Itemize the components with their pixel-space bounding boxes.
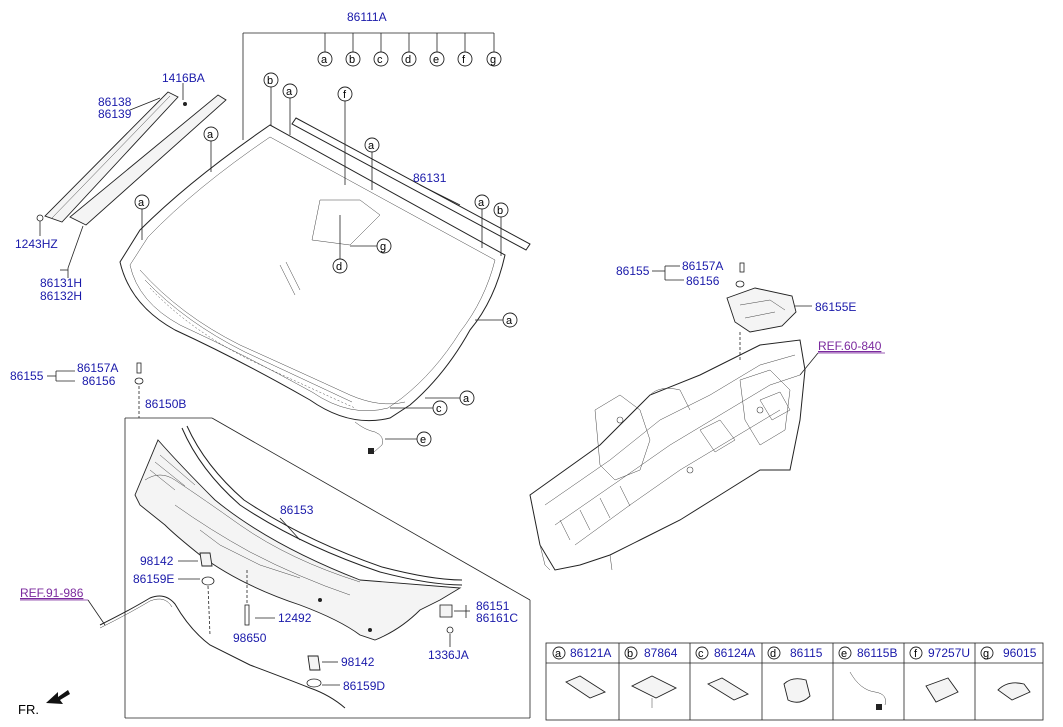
legend-part-86121A[interactable]: 86121A [570, 646, 611, 660]
label-86153[interactable]: 86153 [280, 503, 314, 517]
callout-d-1: d [336, 261, 342, 273]
windshield-callouts: b a f a a a a b g d a a c e [134, 72, 518, 454]
label-86157A-left[interactable]: 86157A [77, 361, 118, 375]
wire-86115B-icon [849, 671, 886, 706]
clip-icon [439, 604, 453, 618]
callout-f: f [462, 54, 466, 66]
label-86151[interactable]: 86151 [476, 599, 510, 613]
cowl-box-frame [124, 417, 531, 719]
front-body-structure[interactable] [529, 339, 806, 571]
legend-letter-d: d [770, 648, 776, 660]
callout-b-2: b [497, 205, 503, 217]
header-callouts: a b c d e f g [317, 51, 502, 67]
nut-icon-right [735, 280, 745, 288]
callout-a-2: a [368, 140, 375, 152]
label-86159E[interactable]: 86159E [133, 572, 174, 586]
label-86111A[interactable]: 86111A [347, 10, 387, 24]
label-86131H[interactable]: 86131H [40, 276, 82, 290]
legend-part-96015[interactable]: 96015 [1003, 646, 1037, 660]
legend-part-86124A[interactable]: 86124A [714, 646, 755, 660]
label-86157A-right[interactable]: 86157A [682, 259, 723, 273]
legend-letter-c: c [698, 648, 704, 660]
label-1416BA[interactable]: 1416BA [162, 71, 205, 85]
legend-part-97257U[interactable]: 97257U [928, 646, 970, 660]
cowl-bracket-86155E[interactable] [726, 287, 797, 333]
top-moulding-86131[interactable] [291, 117, 531, 251]
callout-g: g [490, 54, 496, 66]
label-86159D[interactable]: 86159D [343, 679, 385, 693]
legend-part-87864[interactable]: 87864 [644, 646, 678, 660]
pad-86121A-icon [565, 675, 606, 699]
pad-86124A-icon [707, 677, 749, 701]
callout-a-4: a [138, 197, 145, 209]
side-moulding-86138-86139[interactable] [44, 91, 179, 223]
label-86138[interactable]: 86138 [98, 95, 132, 109]
cap-96015-icon [997, 682, 1031, 701]
label-98142-a[interactable]: 98142 [140, 554, 174, 568]
label-1243HZ[interactable]: 1243HZ [15, 237, 58, 251]
legend-letter-a: a [555, 648, 562, 660]
label-86155-left[interactable]: 86155 [10, 369, 44, 383]
parts-legend-table: a 86121A b 87864 c 86124A d 86115 e 8611… [545, 642, 1044, 721]
cowl-seal-86153[interactable] [181, 425, 463, 586]
callout-a-1: a [286, 86, 293, 98]
legend-letter-e: e [841, 648, 847, 660]
legend-letter-g: g [983, 648, 989, 660]
legend-letter-f: f [914, 648, 918, 660]
label-86132H[interactable]: 86132H [40, 289, 82, 303]
legend-part-86115B[interactable]: 86115B [857, 646, 897, 660]
callout-c: c [377, 54, 383, 66]
callout-f-1: f [343, 89, 347, 101]
cowl-panel-86150B[interactable] [134, 439, 462, 641]
grommet-icon-2 [306, 678, 322, 688]
callout-g-1: g [380, 241, 386, 253]
legend-letter-b: b [627, 648, 633, 660]
callout-a-5: a [478, 197, 485, 209]
label-1336JA[interactable]: 1336JA [428, 648, 469, 662]
block-86115-icon [783, 678, 811, 703]
label-12492[interactable]: 12492 [278, 611, 312, 625]
label-86139[interactable]: 86139 [98, 107, 132, 121]
washer-nozzle-icon-2 [307, 655, 321, 671]
bolt-icon-right [739, 262, 745, 273]
label-86155-right[interactable]: 86155 [616, 264, 650, 278]
callout-c-1: c [436, 403, 442, 415]
front-direction-label: FR. [18, 702, 39, 717]
callout-b-1: b [267, 75, 273, 87]
label-86156-left[interactable]: 86156 [82, 374, 116, 388]
pad-87864-icon [630, 675, 678, 699]
callout-a-7: a [463, 393, 470, 405]
pin-icon [446, 626, 454, 634]
ref-91-986-link[interactable]: REF.91-986 [20, 586, 84, 600]
label-86131[interactable]: 86131 [413, 171, 447, 185]
grommet-icon [201, 576, 215, 586]
callout-a-6: a [506, 315, 513, 327]
callout-b: b [349, 54, 355, 66]
callout-e-1: e [420, 434, 426, 446]
washer-hose-98650[interactable] [99, 595, 346, 709]
callout-a: a [321, 54, 328, 66]
bolt-icon [136, 362, 142, 374]
ref-60-840-link[interactable]: REF.60-840 [818, 339, 882, 353]
label-86155E[interactable]: 86155E [815, 300, 856, 314]
side-moulding-86131H-86132H[interactable] [69, 94, 227, 226]
windshield-glass[interactable] [119, 124, 506, 422]
label-86150B[interactable]: 86150B [145, 397, 186, 411]
nut-icon [134, 377, 144, 385]
washer-nozzle-icon [199, 552, 213, 567]
label-98650[interactable]: 98650 [233, 631, 267, 645]
screw-icon [244, 604, 250, 626]
callout-e: e [433, 54, 439, 66]
pad-97257U-icon [925, 677, 959, 703]
label-98142-b[interactable]: 98142 [341, 655, 375, 669]
label-86156-right[interactable]: 86156 [686, 274, 720, 288]
callout-d: d [405, 54, 411, 66]
label-86161C[interactable]: 86161C [476, 611, 518, 625]
86111A-bracket [242, 32, 495, 140]
callout-a-3: a [207, 129, 214, 141]
front-arrow-icon [46, 690, 70, 704]
legend-part-86115[interactable]: 86115 [790, 646, 823, 660]
